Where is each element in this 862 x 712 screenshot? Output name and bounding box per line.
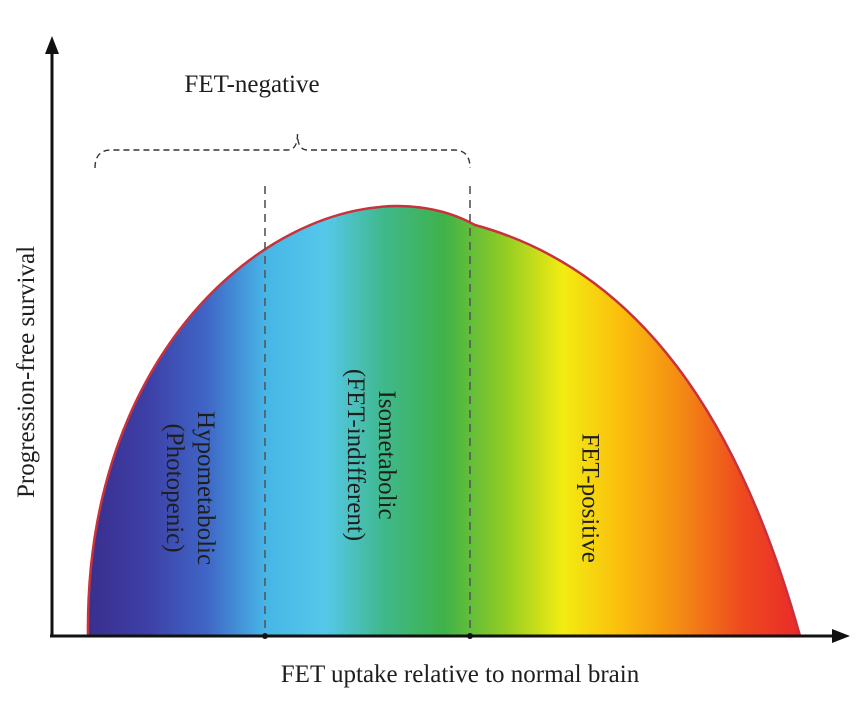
divider-tick-right <box>467 633 473 639</box>
y-axis-label: Progression-free survival <box>13 246 40 498</box>
region-labels: Hypometabolic(Photopenic) Isometabolic(FE… <box>161 369 604 565</box>
region-label-1-line-1: Hypometabolic <box>192 411 219 565</box>
survival-curve-outline <box>86 204 802 637</box>
fet-negative-label: FET-negative <box>184 71 319 98</box>
region-label-2-line-1: Isometabolic <box>373 390 400 519</box>
survival-curve-area <box>87 206 800 636</box>
region-label-2-line-2: (FET-indifferent) <box>342 369 369 541</box>
x-axis-arrow <box>832 629 850 643</box>
fet-negative-bracket <box>94 133 471 169</box>
x-axis-label: FET uptake relative to normal brain <box>281 661 640 688</box>
divider-tick-left <box>262 633 268 639</box>
region-label-1-line-2: (Photopenic) <box>161 423 188 552</box>
y-axis-arrow <box>45 36 59 54</box>
region-label-3-line-1: FET-positive <box>577 433 604 563</box>
